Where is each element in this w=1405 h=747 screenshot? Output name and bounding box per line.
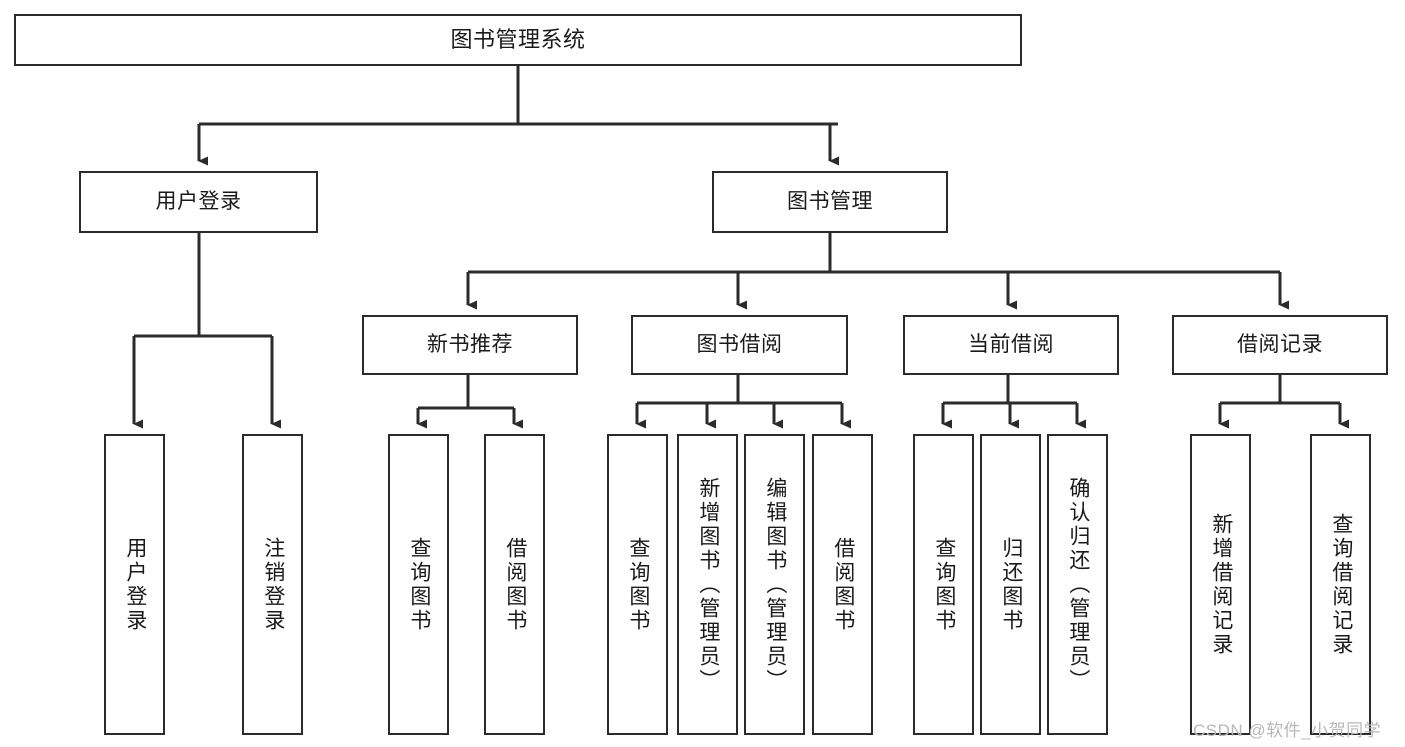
node-leaf-return-book[interactable]: 归还图书 — [980, 434, 1041, 735]
node-borrow-record[interactable]: 借阅记录 — [1172, 315, 1388, 375]
node-leaf-edit-book-label: 编辑图书（管理员） — [763, 476, 787, 693]
node-leaf-logout[interactable]: 注销登录 — [242, 434, 303, 735]
node-borrow-record-label: 借阅记录 — [1237, 332, 1323, 356]
node-new-book-recommend[interactable]: 新书推荐 — [362, 315, 578, 375]
node-leaf-confirm-return[interactable]: 确认归还（管理员） — [1047, 434, 1108, 735]
node-leaf-query-book-2-label: 查询图书 — [626, 536, 650, 633]
node-book-borrow[interactable]: 图书借阅 — [631, 315, 848, 375]
node-leaf-return-book-label: 归还图书 — [999, 536, 1023, 633]
node-leaf-query-book-2[interactable]: 查询图书 — [607, 434, 668, 735]
node-leaf-borrow-book-2[interactable]: 借阅图书 — [812, 434, 873, 735]
node-leaf-user-login[interactable]: 用户登录 — [104, 434, 165, 735]
node-leaf-borrow-book-2-label: 借阅图书 — [831, 536, 855, 633]
node-leaf-add-book-label: 新增图书（管理员） — [696, 476, 720, 693]
node-leaf-user-login-label: 用户登录 — [123, 536, 147, 633]
node-current-borrow[interactable]: 当前借阅 — [903, 315, 1119, 375]
node-leaf-query-record-label: 查询借阅记录 — [1329, 512, 1353, 657]
node-current-borrow-label: 当前借阅 — [968, 332, 1054, 356]
node-leaf-logout-label: 注销登录 — [261, 536, 285, 633]
node-leaf-borrow-book-1-label: 借阅图书 — [503, 536, 527, 633]
node-leaf-confirm-return-label: 确认归还（管理员） — [1066, 476, 1090, 693]
node-user-login[interactable]: 用户登录 — [79, 171, 318, 233]
node-leaf-query-book-3-label: 查询图书 — [932, 536, 956, 633]
node-book-manage-label: 图书管理 — [787, 189, 873, 213]
node-leaf-add-record[interactable]: 新增借阅记录 — [1190, 434, 1251, 735]
node-new-book-recommend-label: 新书推荐 — [427, 332, 513, 356]
node-book-borrow-label: 图书借阅 — [696, 332, 783, 356]
node-leaf-add-book[interactable]: 新增图书（管理员） — [677, 434, 738, 735]
node-leaf-query-book-1[interactable]: 查询图书 — [388, 434, 449, 735]
node-leaf-query-book-3[interactable]: 查询图书 — [913, 434, 974, 735]
csdn-watermark: CSDN @软件_小贺同学 — [1193, 721, 1382, 740]
node-user-login-label: 用户登录 — [155, 189, 242, 213]
node-leaf-borrow-book-1[interactable]: 借阅图书 — [484, 434, 545, 735]
node-book-manage[interactable]: 图书管理 — [712, 171, 948, 233]
node-leaf-query-book-1-label: 查询图书 — [407, 536, 431, 633]
node-leaf-query-record[interactable]: 查询借阅记录 — [1310, 434, 1371, 735]
node-root[interactable]: 图书管理系统 — [14, 14, 1022, 66]
node-leaf-add-record-label: 新增借阅记录 — [1209, 512, 1233, 657]
node-leaf-edit-book[interactable]: 编辑图书（管理员） — [744, 434, 805, 735]
node-root-label: 图书管理系统 — [450, 27, 586, 53]
